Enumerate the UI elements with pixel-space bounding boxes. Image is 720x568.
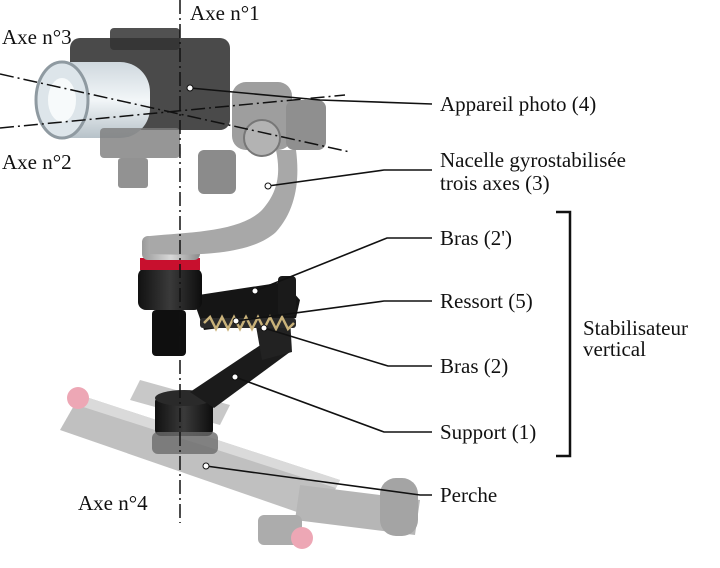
label-gimbal-line1: Nacelle gyrostabilisée [440, 148, 626, 172]
label-gimbal-line2: trois axes (3) [440, 171, 550, 195]
label-pole: Perche [440, 483, 497, 507]
label-camera: Appareil photo (4) [440, 92, 596, 116]
label-arm-2: Bras (2) [440, 354, 508, 378]
leader-gimbal [267, 169, 432, 187]
leader-support [234, 376, 432, 433]
axis-2-label: Axe n°2 [2, 150, 72, 174]
leader-dots [186, 84, 272, 470]
axis-3-label: Axe n°3 [2, 25, 72, 49]
axis-3-line [0, 73, 351, 153]
spring-illustration [200, 314, 296, 332]
axis-lines [0, 0, 351, 523]
label-spring: Ressort (5) [440, 289, 533, 313]
axis-4-label: Axe n°4 [78, 491, 148, 515]
leader-spring [235, 300, 432, 322]
axis-2-line [0, 94, 346, 129]
pole-illustration [60, 380, 420, 549]
leader-camera [189, 87, 433, 105]
group-label-line2: vertical [583, 337, 646, 361]
leader-lines [189, 87, 433, 496]
gimbal-illustration [150, 82, 326, 255]
leader-pole [205, 465, 432, 496]
group-label-line1: Stabilisateur [583, 316, 688, 340]
leader-arm-2prime [254, 237, 432, 292]
label-arm-2prime: Bras (2') [440, 226, 512, 250]
leader-arm-2 [263, 327, 432, 367]
axis-1-label: Axe n°1 [190, 1, 260, 25]
camera-illustration [34, 28, 230, 188]
group-bracket [556, 210, 572, 458]
label-support: Support (1) [440, 420, 536, 444]
